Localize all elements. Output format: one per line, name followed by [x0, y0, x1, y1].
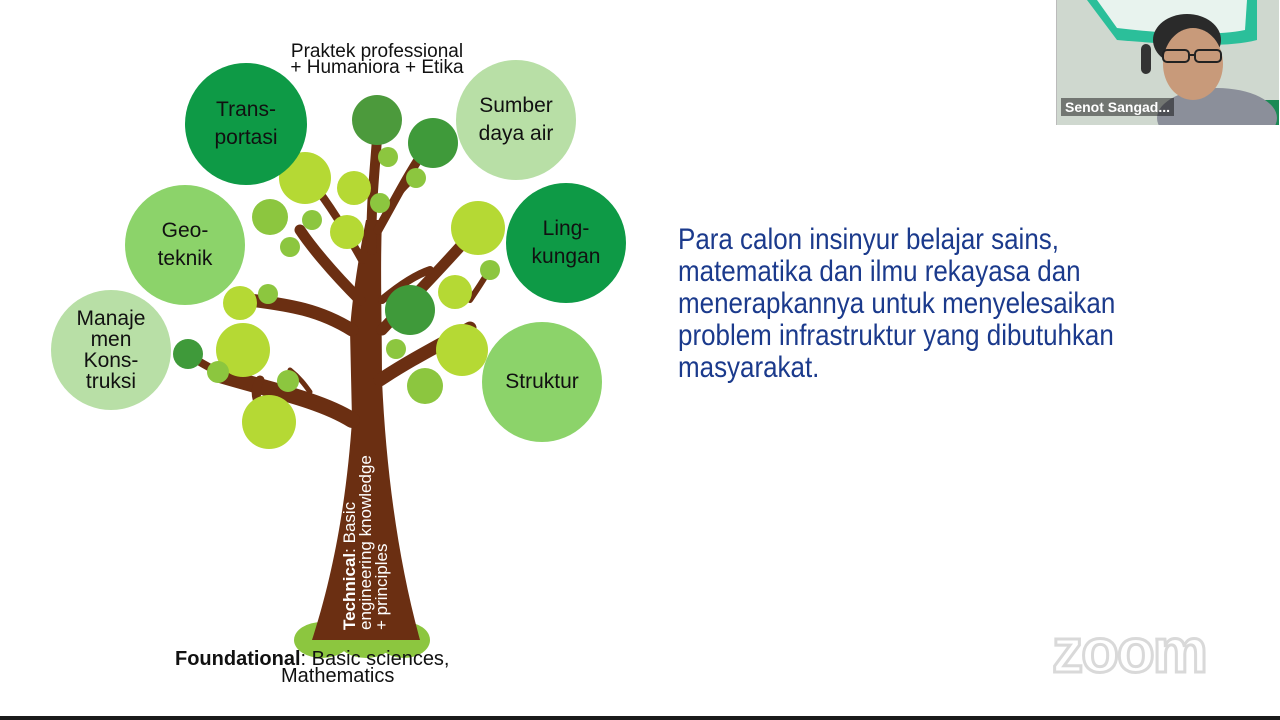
- professional-practice-label: Praktek professional + Humaniora + Etika: [272, 41, 482, 78]
- circle-label-lingkungan: Ling- kungan: [531, 216, 601, 268]
- header-line-1: Praktek professional: [290, 41, 464, 62]
- foundation-line-2: Mathematics: [281, 665, 395, 687]
- foundation-rest: : Basic sciences,: [300, 648, 450, 670]
- circle-label-geoteknik: Geo- teknik: [157, 218, 213, 270]
- zoom-watermark-logo: zoom: [1051, 620, 1210, 688]
- bottom-edge-bar: [0, 716, 1280, 720]
- participant-name-label: Senot Sangad...: [1061, 98, 1175, 116]
- tree-illustration: [51, 60, 626, 658]
- circle-label-manajemen-konstruksi: Manaje men Kons- truksi: [76, 307, 146, 393]
- trunk-line-3: + principles: [372, 543, 391, 630]
- circle-label-struktur: Struktur: [505, 369, 579, 393]
- category-circles: [51, 60, 626, 442]
- tree-leaves: [173, 95, 505, 449]
- participant-video-feed: [1057, 0, 1279, 125]
- circle-label-transportasi: Trans- portasi: [214, 97, 278, 149]
- trunk-technical-label: Technical: Basic engineering knowledge +…: [340, 455, 391, 630]
- foundation-line-1: Foundational: Basic sciences,: [175, 648, 450, 670]
- header-line-2: + Humaniora + Etika: [290, 57, 464, 78]
- participant-video-tile[interactable]: Senot Sangad...: [1056, 0, 1279, 125]
- zoom-watermark-text: zoom: [1052, 620, 1206, 686]
- tree-trunk: [312, 220, 420, 640]
- circle-label-sumber-daya-air: Sumber daya air: [478, 93, 554, 145]
- foundational-label: Foundational: Basic sciences, Mathematic…: [175, 648, 450, 687]
- foundation-bold: Foundational: [175, 648, 301, 670]
- slide-body-text: Para calon insinyur belajar sains, matem…: [678, 223, 1116, 384]
